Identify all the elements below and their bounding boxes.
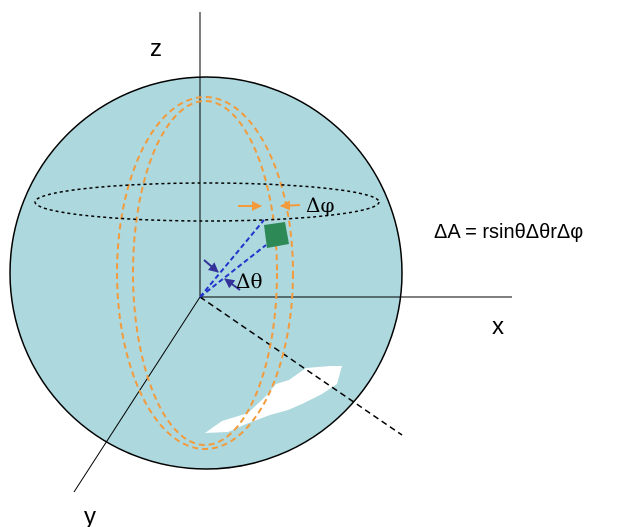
delta-phi-arrow-right xyxy=(280,200,301,211)
y-axis-line xyxy=(73,296,201,493)
meridian-inner xyxy=(132,100,278,446)
y-axis-label: y xyxy=(84,503,96,527)
delta-phi-label: Δφ xyxy=(306,193,334,217)
radius-line-lower xyxy=(199,244,267,298)
delta-theta-label: Δθ xyxy=(236,269,262,293)
x-axis-label: x xyxy=(492,313,504,340)
meridian-outer xyxy=(116,96,294,450)
sphere xyxy=(9,76,403,470)
area-element xyxy=(264,222,289,248)
white-surface-patch xyxy=(205,366,342,433)
delta-theta-arrow-lower xyxy=(224,278,241,291)
latitude-circle xyxy=(34,182,380,222)
radius-line-upper xyxy=(199,219,265,298)
projection-line-dashed xyxy=(199,296,403,436)
area-formula: ΔA = rsinθΔθrΔφ xyxy=(434,221,583,243)
delta-theta-arrow-upper xyxy=(203,259,219,273)
z-axis-label: z xyxy=(150,35,162,62)
